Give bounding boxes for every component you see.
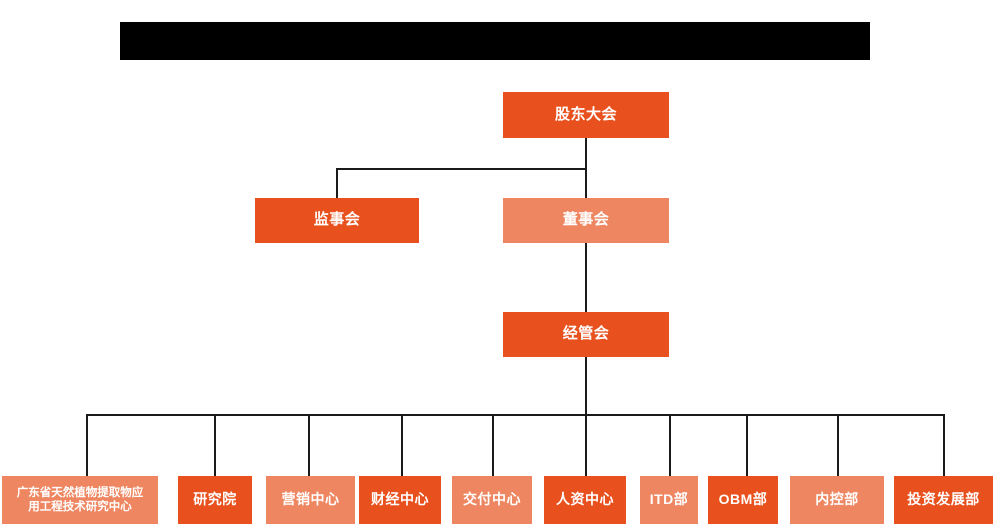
node-hr-center[interactable]: 人资中心	[544, 476, 626, 524]
connector-to-directors	[585, 168, 587, 198]
node-shareholders-meeting[interactable]: 股东大会	[503, 92, 669, 138]
connector-management-down	[585, 357, 587, 415]
connector-drop-hr	[585, 414, 587, 476]
node-finance-center[interactable]: 财经中心	[359, 476, 441, 524]
node-internal-control-department[interactable]: 内控部	[790, 476, 884, 524]
connector-drop-marketing	[308, 414, 310, 476]
node-investment-development-department[interactable]: 投资发展部	[894, 476, 993, 524]
connector-level2-bus	[336, 168, 587, 170]
node-board-of-directors[interactable]: 董事会	[503, 198, 669, 243]
node-board-of-supervisors[interactable]: 监事会	[255, 198, 419, 243]
connector-drop-obm	[746, 414, 748, 476]
node-delivery-center[interactable]: 交付中心	[452, 476, 532, 524]
node-guangdong-research-center-line1: 广东省天然植物提取物应	[16, 486, 144, 499]
node-marketing-center[interactable]: 营销中心	[266, 476, 355, 524]
node-guangdong-research-center-line2: 用工程技术研究中心	[28, 501, 132, 513]
connector-drop-delivery	[492, 414, 494, 476]
connector-directors-to-management	[585, 243, 587, 313]
connector-drop-itd	[669, 414, 671, 476]
connector-shareholders-down	[585, 138, 587, 170]
connector-drop-research-center	[86, 414, 88, 476]
connector-drop-investment	[943, 414, 945, 476]
connector-leaf-bus	[86, 414, 944, 416]
connector-drop-finance	[401, 414, 403, 476]
node-institute[interactable]: 研究院	[178, 476, 252, 524]
node-itd-department[interactable]: ITD部	[640, 476, 698, 524]
connector-to-supervisors	[336, 168, 338, 198]
connector-drop-institute	[214, 414, 216, 476]
node-obm-department[interactable]: OBM部	[708, 476, 778, 524]
connector-drop-internal-control	[837, 414, 839, 476]
node-guangdong-research-center[interactable]: 广东省天然植物提取物应 用工程技术研究中心	[2, 476, 158, 524]
redacted-title-banner	[120, 22, 870, 60]
node-management-committee[interactable]: 经管会	[503, 312, 669, 357]
